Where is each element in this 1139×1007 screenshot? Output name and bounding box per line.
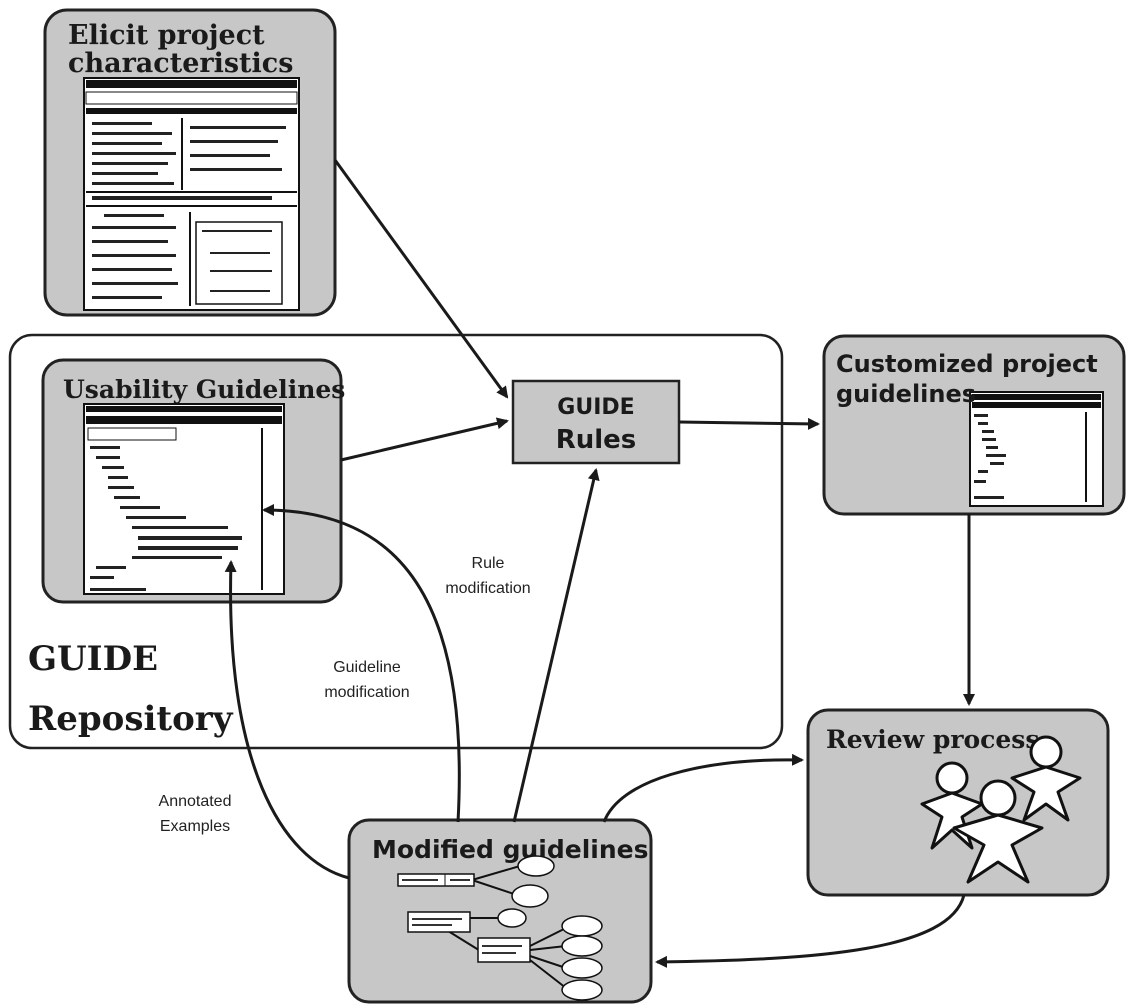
- rules-title-line1: GUIDE: [557, 395, 634, 420]
- usability-guidelines-node[interactable]: Usability Guidelines: [41, 358, 345, 604]
- customized-tree-thumbnail: [969, 391, 1104, 507]
- elicit-form-thumbnail: [83, 77, 300, 311]
- edge-annotated-examples: [224, 560, 350, 880]
- modified-guidelines-node[interactable]: Modified guidelines: [347, 818, 653, 1004]
- customized-title-line1: Customized project: [836, 350, 1098, 378]
- rule-modification-label-line1: Rule: [472, 555, 505, 572]
- usability-title: Usability Guidelines: [63, 375, 345, 404]
- edge-guideline-modification: [262, 504, 461, 823]
- annotated-examples-label-line1: Annotated: [159, 793, 232, 810]
- modified-title: Modified guidelines: [372, 835, 649, 864]
- repository-label-line2: Repository: [28, 699, 234, 739]
- reviewers-icon: [920, 735, 1082, 884]
- review-title: Review process: [826, 725, 1039, 754]
- edge-rules-to-customized: [678, 417, 820, 430]
- edge-modified-to-review: [602, 753, 804, 823]
- elicit-project-node[interactable]: Elicit project characteristics: [43, 8, 337, 317]
- annotated-examples-label-line2: Examples: [160, 818, 230, 835]
- modified-network-thumbnail: [397, 855, 603, 1001]
- customized-guidelines-node[interactable]: Customized project guidelines: [822, 334, 1126, 516]
- guideline-modification-label-line2: modification: [324, 684, 409, 701]
- review-process-node[interactable]: Review process: [806, 708, 1110, 897]
- edges: [224, 159, 975, 968]
- edge-usability-to-rules: [340, 417, 509, 462]
- guideline-modification-label-line1: Guideline: [333, 659, 401, 676]
- rules-title-line2: Rules: [556, 425, 637, 455]
- elicit-title-line2: characteristics: [68, 48, 293, 79]
- edge-review-to-modified: [655, 894, 966, 968]
- customized-title-line2: guidelines: [836, 380, 976, 408]
- rule-modification-label-line2: modification: [445, 580, 530, 597]
- elicit-title-line1: Elicit project: [68, 20, 265, 51]
- guide-rules-node[interactable]: GUIDE Rules: [511, 379, 681, 465]
- repository-label-line1: GUIDE: [28, 639, 158, 679]
- usability-tree-thumbnail: [83, 403, 285, 595]
- edge-elicit-to-rules: [333, 159, 509, 399]
- edge-labels: Rule modification Guideline modification…: [159, 555, 531, 835]
- edge-modified-to-rules: [512, 468, 600, 823]
